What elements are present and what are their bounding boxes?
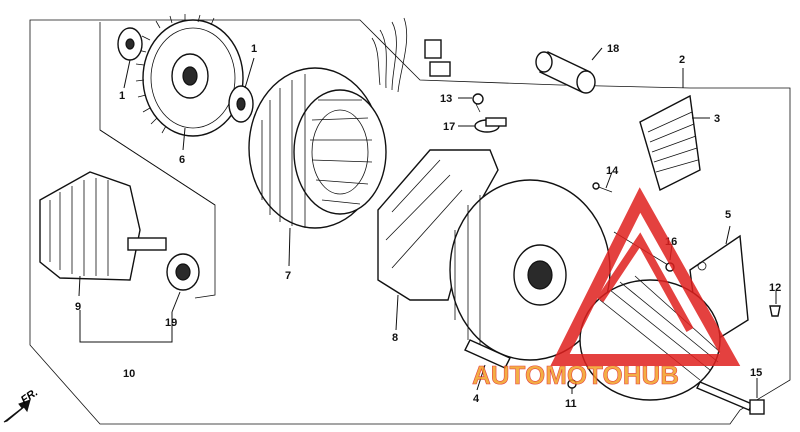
callout-9: 9 xyxy=(75,301,81,313)
part-cable-clamp[interactable] xyxy=(474,117,507,133)
callout-13: 13 xyxy=(440,93,452,105)
part-bolt-14[interactable] xyxy=(592,182,613,193)
callout-15: 15 xyxy=(750,367,762,379)
callout-19: 19 xyxy=(165,317,177,329)
part-rotor[interactable] xyxy=(39,171,167,281)
assembly-outline xyxy=(29,19,791,425)
part-wire-harness[interactable] xyxy=(371,17,451,93)
callout-5: 5 xyxy=(725,209,731,221)
callouts: 1 1 6 7 8 9 10 19 18 2 3 13 17 14 16 5 1… xyxy=(75,43,781,410)
callout-12: 12 xyxy=(769,282,781,294)
part-washer-lower[interactable] xyxy=(228,85,254,123)
watermark-text: AUTOMOTOHUB xyxy=(472,360,679,390)
callout-1-lower: 1 xyxy=(251,43,257,55)
callout-2: 2 xyxy=(679,54,685,66)
watermark: AUTOMOTOHUB xyxy=(472,187,741,390)
callout-1-upper: 1 xyxy=(119,90,125,102)
callout-8: 8 xyxy=(392,332,398,344)
callout-7: 7 xyxy=(285,270,291,282)
callout-11: 11 xyxy=(565,398,577,410)
part-sleeve[interactable] xyxy=(535,51,596,94)
part-clip[interactable] xyxy=(472,93,484,113)
callout-4: 4 xyxy=(473,393,480,405)
front-direction-arrow: FR. xyxy=(3,386,40,423)
watermark-logo-triangle xyxy=(550,187,741,366)
callout-17: 17 xyxy=(443,121,455,133)
part-fan[interactable] xyxy=(135,14,244,137)
group-bracket-stator xyxy=(99,129,216,206)
part-through-bolt[interactable] xyxy=(696,381,765,415)
callout-3: 3 xyxy=(714,113,720,125)
watermark-logo-inner xyxy=(596,232,694,332)
part-heat-sink[interactable] xyxy=(639,94,701,192)
part-bearing[interactable] xyxy=(166,253,200,291)
callout-6: 6 xyxy=(179,154,185,166)
callout-10: 10 xyxy=(123,368,135,380)
callout-14: 14 xyxy=(606,165,619,177)
part-washer-upper[interactable] xyxy=(117,27,143,61)
part-screw-12[interactable] xyxy=(769,305,781,317)
callout-18: 18 xyxy=(607,43,619,55)
part-rear-housing[interactable] xyxy=(449,179,611,369)
part-stator[interactable] xyxy=(248,67,387,229)
